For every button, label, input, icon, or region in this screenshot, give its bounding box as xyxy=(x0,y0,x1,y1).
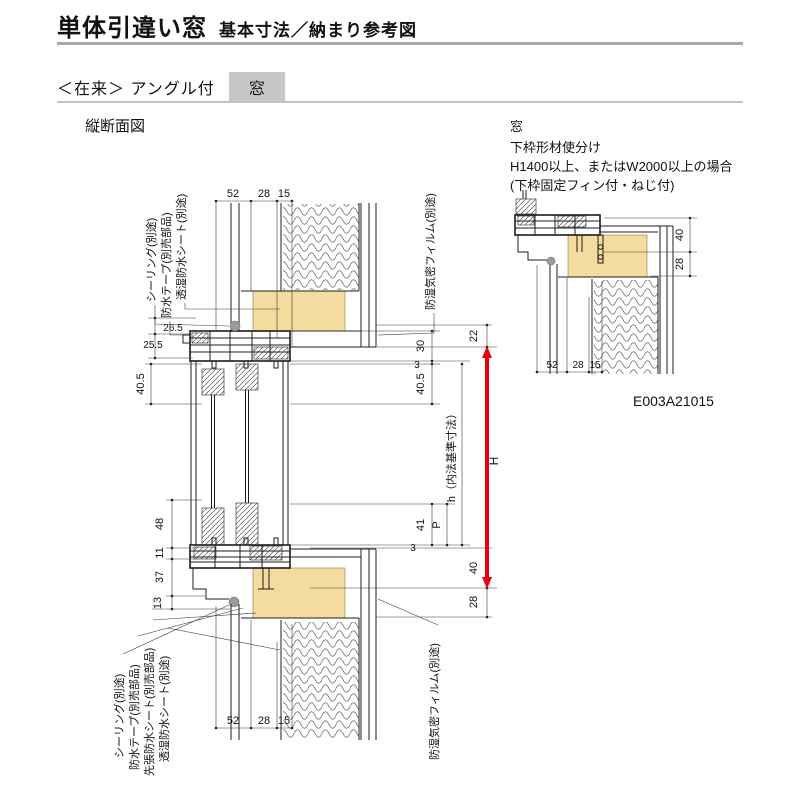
dim-top-52: 52 xyxy=(227,188,239,200)
note-line3: (下枠固定フィン付・ねじ付) xyxy=(510,178,674,193)
insulation-lower xyxy=(283,622,359,738)
detail-dim-b28: 28 xyxy=(572,360,584,371)
dim-right-40: 40 xyxy=(468,562,480,574)
window-tab[interactable]: 窓 xyxy=(228,72,285,102)
subheader-rule xyxy=(57,101,743,103)
series-label: ＜在来＞ アングル付 xyxy=(57,81,215,98)
dim-right-40-5: 40.5 xyxy=(415,373,427,394)
label-sealing-bottom: シーリング(別途) xyxy=(112,674,126,758)
dim-bottom-28: 28 xyxy=(258,715,270,727)
dim-H: H xyxy=(487,457,501,466)
dim-h-inner: h（内法基準寸法） xyxy=(444,408,458,502)
sashes xyxy=(190,361,289,546)
screw-icon xyxy=(597,244,604,250)
dim-left-37: 37 xyxy=(154,571,166,583)
outer-sash-top-rail xyxy=(201,368,225,396)
detail-dim-40: 40 xyxy=(674,229,686,241)
h-dimension-arrow xyxy=(482,346,492,589)
head-frame xyxy=(182,320,291,369)
dim-left-40-5: 40.5 xyxy=(135,373,147,394)
label-tape-top: 防水テープ(別売部品) xyxy=(159,212,173,318)
inner-sash-bottom-rail xyxy=(235,502,259,546)
label-sealing-top: シーリング(別途) xyxy=(144,218,158,302)
inner-sash-top-rail xyxy=(235,363,259,391)
detail-dim-28: 28 xyxy=(674,258,686,270)
dim-left-25-5: 25.5 xyxy=(143,340,163,351)
header-rule xyxy=(57,42,743,45)
dim-right-3-head: 3 xyxy=(414,360,420,371)
note-line2: H1400以上、またはW2000以上の場合 xyxy=(510,159,733,174)
label-film-bottom: 防湿気密フィルム(別途) xyxy=(427,643,441,760)
dimensions: 52 28 15 52 28 15 26.5 25.5 xyxy=(135,188,501,730)
dim-left-11: 11 xyxy=(154,547,166,558)
wood-block-top xyxy=(252,290,346,332)
note-heading: 窓 xyxy=(510,119,523,134)
dim-right-41: 41 xyxy=(415,519,427,531)
page-header: 単体引違い窓 基本寸法／納まり参考図 xyxy=(57,8,743,43)
page-title: 単体引違い窓 xyxy=(57,15,207,42)
dim-left-48: 48 xyxy=(154,518,166,530)
dim-bottom-15: 15 xyxy=(278,715,290,727)
detail-drawing: 40 28 52 28 15 xyxy=(514,190,697,374)
detail-wood-block xyxy=(567,234,648,278)
label-sheet-top: 透湿防水シート(別途) xyxy=(174,194,188,300)
detail-dim-b15: 15 xyxy=(589,360,601,371)
drawing-code: E003A21015 xyxy=(633,393,714,409)
dim-top-28: 28 xyxy=(258,188,270,200)
label-film-top: 防湿気密フィルム(別途) xyxy=(423,193,437,310)
wood-block-bottom xyxy=(252,567,346,619)
dim-top-15: 15 xyxy=(278,188,290,200)
dim-right-28: 28 xyxy=(468,596,480,608)
note-line1: 下枠形材使分け xyxy=(510,140,601,155)
furring-blocks xyxy=(252,290,346,619)
dim-left-26-5: 26.5 xyxy=(163,323,183,334)
sill-frame xyxy=(189,537,376,608)
material-labels: シーリング(別途) 防水テープ(別売部品) 透湿防水シート(別途) 防湿気密フィ… xyxy=(112,193,441,776)
section-title: 縦断面図 xyxy=(85,118,145,135)
dim-P: P xyxy=(431,521,443,528)
dim-bottom-52: 52 xyxy=(227,715,239,727)
dim-right-30: 30 xyxy=(415,340,427,352)
outer-sash-bottom-rail xyxy=(201,507,225,546)
label-tape-bottom: 防水テープ(別売部品) xyxy=(127,664,141,770)
page-subtitle: 基本寸法／納まり参考図 xyxy=(219,21,417,40)
dim-left-13: 13 xyxy=(152,597,164,609)
sub-header: ＜在来＞ アングル付 窓 xyxy=(57,72,743,102)
screw-icon xyxy=(597,254,604,260)
dim-right-3-sill: 3 xyxy=(410,543,416,554)
insulation-upper xyxy=(283,204,359,290)
wall-lower xyxy=(230,549,377,740)
detail-insulation xyxy=(594,280,658,374)
label-presheet-bottom: 先張防水シート(別売部品) xyxy=(142,648,156,776)
sealing-bead-top xyxy=(229,320,241,332)
detail-dim-b52: 52 xyxy=(546,360,558,371)
label-sheet-bottom: 透湿防水シート(別途) xyxy=(157,656,171,762)
detail-sealing-bead xyxy=(546,256,556,266)
fixing-fin xyxy=(597,234,604,264)
dim-right-22: 22 xyxy=(468,330,480,342)
